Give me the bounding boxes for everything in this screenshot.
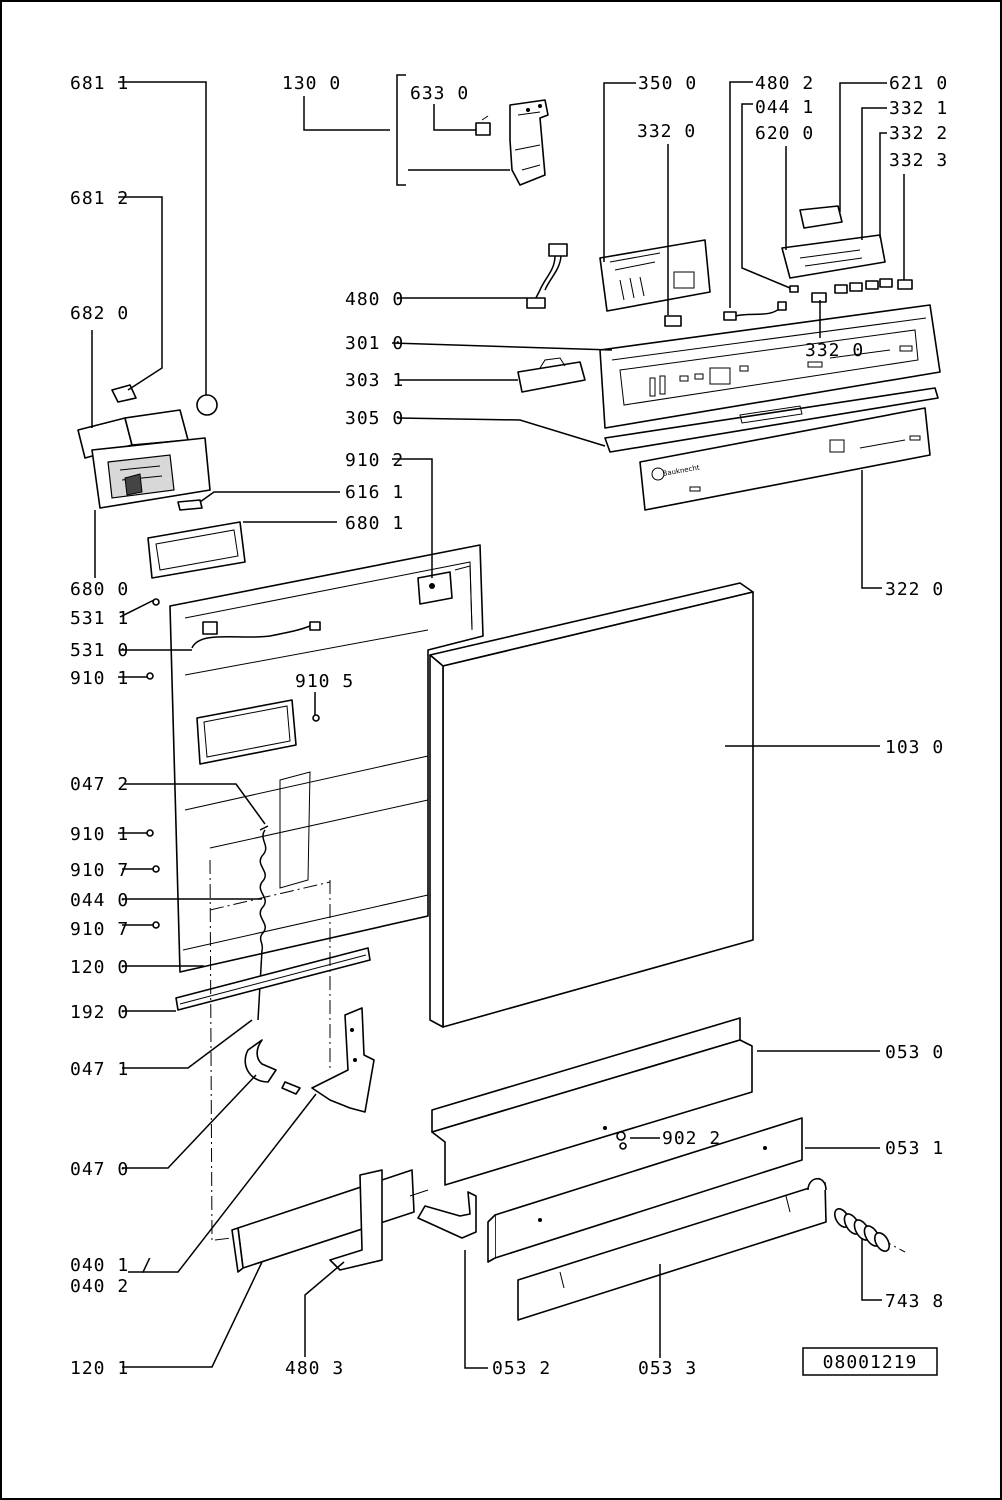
callout-332-2: 332 2 <box>889 123 948 144</box>
callout-910-7-b: 910 7 <box>70 919 129 940</box>
construction-line-d <box>209 881 331 911</box>
callout-633-0: 633 0 <box>410 83 469 104</box>
callout-332-1: 332 1 <box>889 98 948 119</box>
inner-door-panel-1200 <box>169 544 484 973</box>
callout-053-2: 053 2 <box>492 1358 551 1379</box>
drawing-number: 08001219 <box>823 1352 918 1373</box>
callout-047-2: 047 2 <box>70 774 129 795</box>
callout-480-2: 480 2 <box>755 73 814 94</box>
callout-047-1: 047 1 <box>70 1059 129 1080</box>
callout-040-2: 040 2 <box>70 1276 129 1297</box>
callout-480-3: 480 3 <box>285 1358 344 1379</box>
control-board-3500 <box>599 239 711 312</box>
door-handle-3031 <box>517 357 586 393</box>
strip-1201 <box>231 1169 429 1273</box>
button-cap-3320 <box>664 315 682 327</box>
callout-332-0-top: 332 0 <box>637 121 696 142</box>
clip-6161 <box>177 499 203 511</box>
hinge-bracket-0401 <box>311 1007 375 1113</box>
callout-322-0: 322 0 <box>885 579 944 600</box>
wiring-harness-4800 <box>526 243 568 309</box>
callout-620-0: 620 0 <box>755 123 814 144</box>
cable-4802 <box>723 301 787 321</box>
seal-6811 <box>196 394 218 416</box>
callout-040-1: 040 1 / <box>70 1255 153 1276</box>
callout-332-3: 332 3 <box>889 150 948 171</box>
callout-044-0: 044 0 <box>70 890 129 911</box>
callout-680-0: 680 0 <box>70 579 129 600</box>
callout-047-0: 047 0 <box>70 1159 129 1180</box>
button-cap-3320b <box>811 292 827 303</box>
kick-plate-0530 <box>431 1017 753 1186</box>
callout-192-0: 192 0 <box>70 1002 129 1023</box>
callout-682-0: 682 0 <box>70 303 129 324</box>
fastener-0441 <box>789 285 799 293</box>
callout-902-2: 902 2 <box>662 1128 721 1149</box>
leader-lines <box>91 81 905 1369</box>
callout-531-1: 531 1 <box>70 608 129 629</box>
kick-plate-0533 <box>517 1177 827 1321</box>
callout-301-0: 301 0 <box>345 333 404 354</box>
callout-350-0: 350 0 <box>638 73 697 94</box>
programmer-module <box>781 205 893 294</box>
callout-910-2: 910 2 <box>345 450 404 471</box>
fascia-panel-3220: Bauknecht <box>639 407 931 511</box>
bracket-130 <box>396 74 406 186</box>
callout-332-0-mid: 332 0 <box>805 340 864 361</box>
screw-9022 <box>616 1131 627 1150</box>
callout-480-0: 480 0 <box>345 289 404 310</box>
callout-680-1: 680 1 <box>345 513 404 534</box>
button-cap-3323 <box>897 279 913 290</box>
bracket-0532 <box>417 1191 477 1239</box>
callout-616-1: 616 1 <box>345 482 404 503</box>
detergent-dispenser-6800 <box>77 384 218 509</box>
callout-053-3: 053 3 <box>638 1358 697 1379</box>
callout-053-1: 053 1 <box>885 1138 944 1159</box>
drawing-number-box: 08001219 <box>802 1347 938 1376</box>
callout-120-1: 120 1 <box>70 1358 129 1379</box>
gasket-6801 <box>147 521 246 579</box>
door-lock-assembly <box>475 99 549 186</box>
control-panel-housing-3010 <box>599 304 941 429</box>
callout-130-0: 130 0 <box>282 73 341 94</box>
kick-plate-0531 <box>487 1117 803 1263</box>
small-screws <box>146 598 320 929</box>
construction-line-a <box>209 859 213 1241</box>
callout-044-1: 044 1 <box>755 97 814 118</box>
callout-labels: 681 1 130 0 633 0 350 0 480 2 621 0 044 … <box>70 73 948 1379</box>
callout-910-7-a: 910 7 <box>70 860 129 881</box>
outer-door-panel-1030 <box>429 582 754 1028</box>
trim-strip-3050 <box>604 387 939 453</box>
hinge-lever-0470 <box>244 1039 301 1095</box>
callout-621-0: 621 0 <box>889 73 948 94</box>
callout-681-1: 681 1 <box>70 73 129 94</box>
callout-910-1-top: 910 1 <box>70 668 129 689</box>
callout-303-1: 303 1 <box>345 370 404 391</box>
callout-743-8: 743 8 <box>885 1291 944 1312</box>
callout-305-0: 305 0 <box>345 408 404 429</box>
callout-531-0: 531 0 <box>70 640 129 661</box>
callout-910-1-mid: 910 1 <box>70 824 129 845</box>
rail-1920 <box>175 947 371 1011</box>
callout-681-2: 681 2 <box>70 188 129 209</box>
callout-910-5: 910 5 <box>295 671 354 692</box>
callout-053-0: 053 0 <box>885 1042 944 1063</box>
spring-7438 <box>833 1208 891 1252</box>
callout-103-0: 103 0 <box>885 737 944 758</box>
clamp-4803 <box>329 1169 383 1271</box>
callout-120-0: 120 0 <box>70 957 129 978</box>
